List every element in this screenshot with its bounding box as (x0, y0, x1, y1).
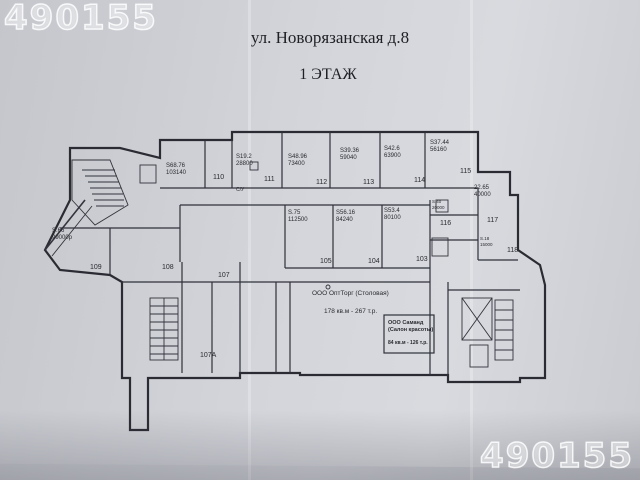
outer-walls (43, 130, 547, 432)
tenant-terms: 178 кв.м - 267 т.р. (324, 308, 378, 315)
room-number: 107 (218, 272, 230, 279)
photo-shadow (0, 410, 640, 480)
staircase-left (44, 159, 129, 257)
room-number: 116 (440, 220, 452, 227)
paper-fold (248, 0, 251, 480)
tenant-name: ООО Саманд(Салон красоты) (388, 320, 434, 333)
room-number: 118 (507, 247, 519, 254)
room-number: 108 (162, 264, 174, 271)
fixtures (139, 161, 449, 290)
room-number: 112 (316, 179, 328, 186)
staircase-right (461, 297, 514, 368)
room-number: 104 (368, 258, 380, 265)
room-number: 103 (416, 256, 428, 263)
room-number: 114 (414, 177, 426, 184)
room-number: 109 (90, 264, 102, 271)
room-number: 105 (320, 258, 332, 265)
room-number: 113 (363, 179, 375, 186)
room-number: 107А (200, 352, 217, 359)
inner-walls (60, 132, 520, 382)
room-number: 117 (487, 217, 499, 224)
wc-label: С/У (236, 187, 245, 193)
watermark: 490155 (479, 435, 634, 477)
address-title: ул. Новорязанская д.8 (250, 28, 410, 47)
tenant-name: ООО ОптТорг (Столовая) (312, 290, 389, 297)
room-number: 111 (264, 176, 275, 183)
floor-title: 1 ЭТАЖ (299, 66, 357, 83)
room-number: 110 (213, 174, 225, 181)
staircase-lower-left (149, 297, 179, 361)
room-number: 115 (460, 168, 472, 175)
tenant-terms: 84 кв.м - 126 т.р. (388, 340, 428, 346)
watermark: 490155 (3, 0, 158, 39)
